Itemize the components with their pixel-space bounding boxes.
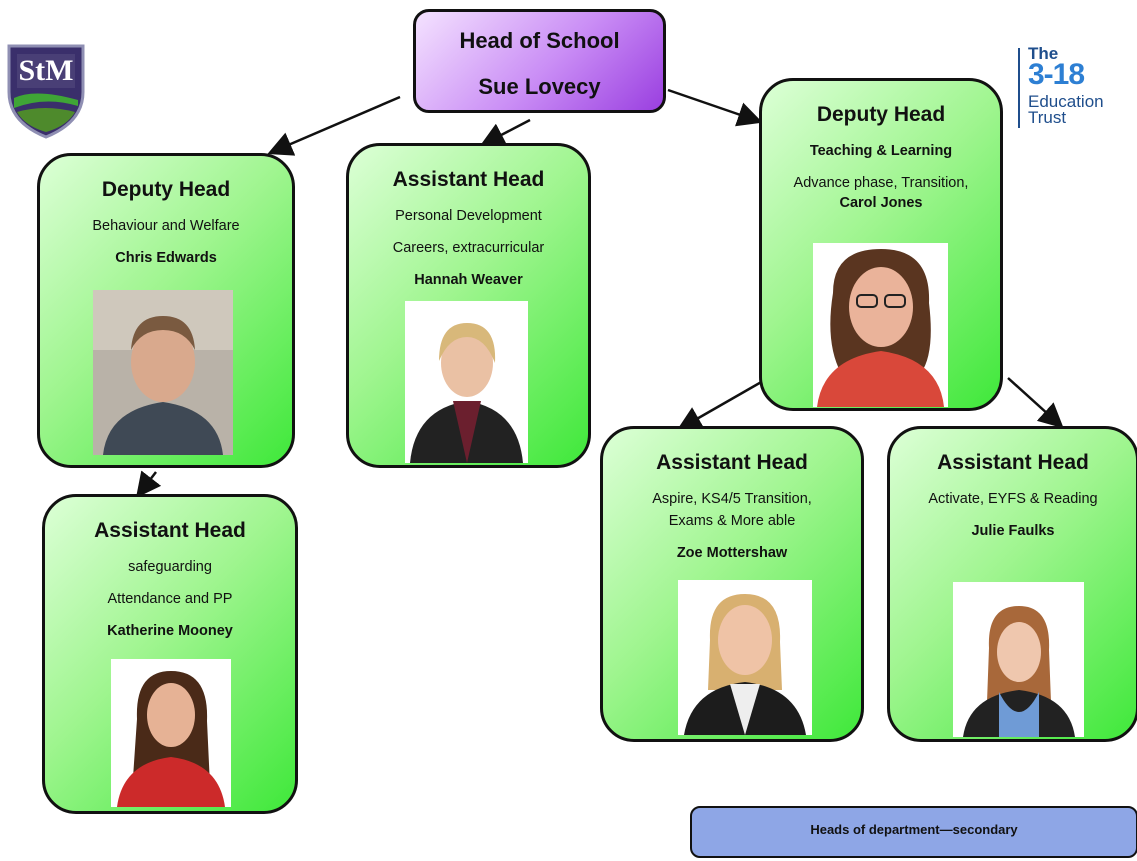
arrow-head-to-hannah <box>479 118 531 147</box>
photo-zoe-mottershaw <box>678 580 812 735</box>
photo-hannah-weaver <box>405 301 528 463</box>
head-name: Sue Lovecy <box>478 74 601 99</box>
school-crest-logo <box>7 44 85 139</box>
heads-of-department-label: Heads of department—secondary <box>810 822 1018 837</box>
head-title: Head of School <box>459 28 620 53</box>
trust-logo-trust: Trust <box>1028 108 1067 127</box>
heads-of-department-box: Heads of department—secondary <box>690 806 1137 858</box>
node-role: Advance phase, Transition, <box>793 175 969 191</box>
node-name: Zoe Mottershaw <box>676 545 788 561</box>
node-title: Deputy Head <box>101 178 231 201</box>
arrow-chris-to-katherine <box>135 470 162 498</box>
photo-katherine-mooney <box>111 659 231 807</box>
arrow-head-to-carol <box>667 88 763 127</box>
node-name: Carol Jones <box>839 195 923 211</box>
node-role: Behaviour and Welfare <box>92 218 240 234</box>
trust-logo: The 3-18 Education Trust <box>1016 44 1134 128</box>
node-role: Attendance and PP <box>107 591 233 607</box>
trust-logo-number: 3-18 <box>1028 58 1085 91</box>
node-role: Careers, extracurricular <box>392 240 545 256</box>
node-name: Julie Faulks <box>971 523 1055 539</box>
node-title: Assistant Head <box>392 168 545 191</box>
node-title: Assistant Head <box>656 451 808 474</box>
node-role: Exams & More able <box>668 513 796 529</box>
head-of-school-box: Head of School Sue Lovecy <box>413 9 666 113</box>
photo-julie-faulks <box>953 582 1084 737</box>
node-title: Assistant Head <box>937 451 1089 474</box>
arrow-carol-to-julie <box>1007 377 1064 429</box>
node-role: Teaching & Learning <box>809 143 953 159</box>
node-name: Chris Edwards <box>115 250 217 266</box>
trust-logo-bar <box>1018 48 1020 128</box>
photo-chris-edwards <box>93 290 233 455</box>
school-crest-text: StM <box>18 54 74 87</box>
node-title: Deputy Head <box>816 103 946 126</box>
trust-logo-the: The <box>1028 44 1059 63</box>
node-role: safeguarding <box>128 559 212 575</box>
node-role: Activate, EYFS & Reading <box>928 491 1098 507</box>
arrow-carol-to-zoe <box>676 379 764 431</box>
node-name: Hannah Weaver <box>414 272 523 288</box>
node-role: Aspire, KS4/5 Transition, <box>652 491 812 507</box>
node-role: Personal Development <box>395 208 542 224</box>
trust-logo-education: Education <box>1028 92 1104 111</box>
node-katherine-mooney: Assistant Head safeguarding Attendance a… <box>42 494 298 814</box>
photo-carol-jones <box>813 243 948 407</box>
node-title: Assistant Head <box>94 519 246 542</box>
node-name: Katherine Mooney <box>107 623 233 639</box>
